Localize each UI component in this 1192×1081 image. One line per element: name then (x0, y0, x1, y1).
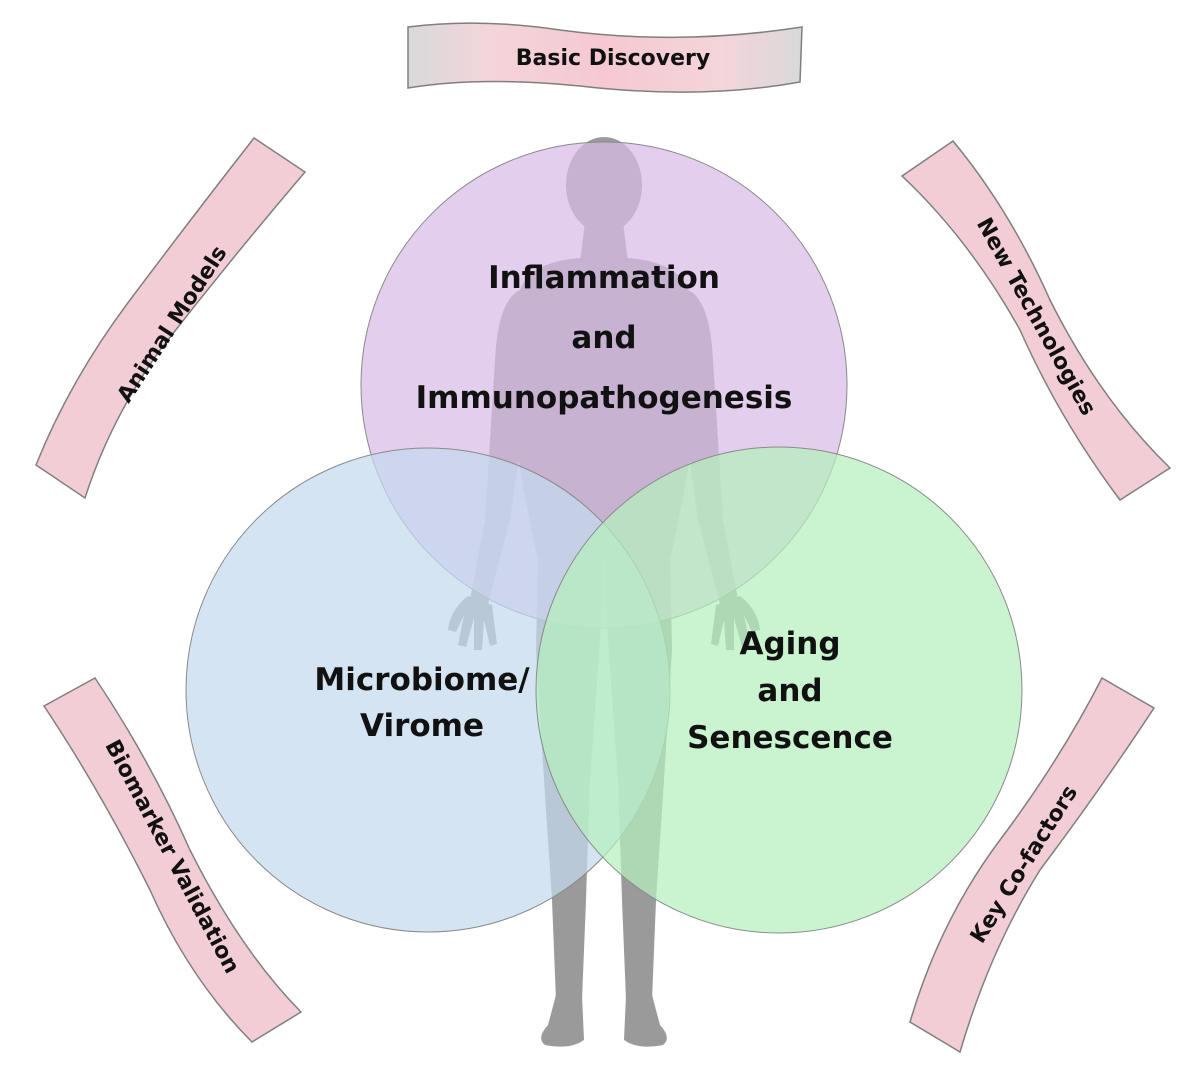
circle-label-inflammation-line-2: and (571, 320, 636, 356)
circle-label-aging-line-3: Senescence (687, 720, 893, 756)
venn-circle-aging (535, 446, 1023, 934)
banner-basic-discovery: Basic Discovery (407, 22, 803, 93)
circle-label-microbiome-line-2: Virome (360, 708, 484, 744)
venn-labels: Inflammation and Immunopathogenesis Micr… (314, 260, 892, 756)
banner-ribbon (42, 677, 303, 1043)
banner-ribbon (909, 676, 1156, 1054)
banner-ribbon (407, 22, 803, 93)
banner-label: Basic Discovery (516, 46, 710, 71)
figure-left-foot (541, 995, 584, 1047)
circle-label-aging-line-2: and (757, 673, 822, 709)
circle-label-inflammation-line-1: Inflammation (488, 260, 720, 296)
banner-label: New Technologies (971, 214, 1100, 420)
figure-right-foot (624, 995, 667, 1047)
circle-label-microbiome-line-1: Microbiome/ (314, 662, 530, 698)
venn-circles (185, 141, 1023, 934)
banner-new-technologies: New Technologies (900, 139, 1172, 502)
circle-label-inflammation-line-3: Immunopathogenesis (416, 380, 793, 416)
banner-ribbon (900, 139, 1172, 502)
banner-animal-models: Animal Models (35, 136, 307, 500)
banner-ribbon (35, 136, 307, 500)
circle-label-aging-line-1: Aging (739, 626, 840, 662)
